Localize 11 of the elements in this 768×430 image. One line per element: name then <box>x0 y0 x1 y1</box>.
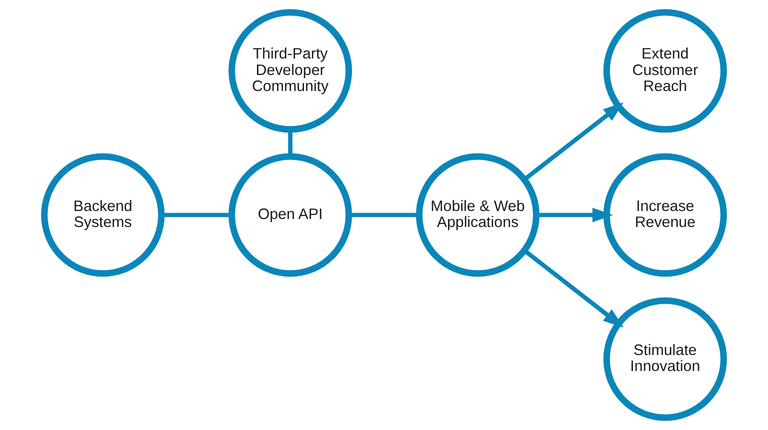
node-circle: Mobile & Web Applications <box>416 153 540 277</box>
connector <box>288 130 292 156</box>
arrow <box>523 248 624 328</box>
connector <box>348 212 420 218</box>
node-circle: Third-Party Developer Community <box>228 9 352 133</box>
arrow <box>536 208 614 222</box>
node-circle: Increase Revenue <box>603 153 727 277</box>
connector <box>162 212 232 218</box>
arrow <box>523 102 624 182</box>
node-circle: Backend Systems <box>41 153 165 277</box>
node-circle: Open API <box>228 153 352 277</box>
